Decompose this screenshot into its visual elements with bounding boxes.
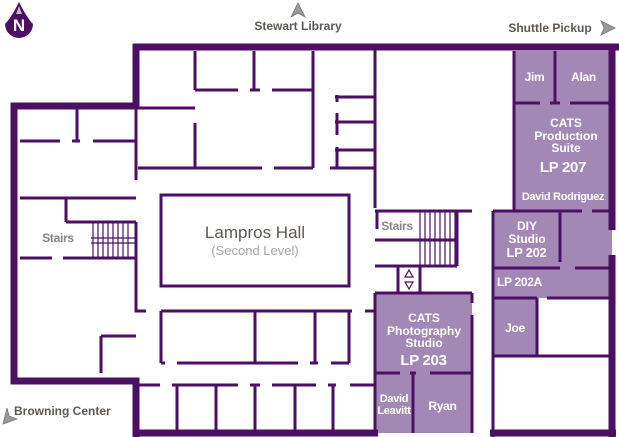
stairs-label-east: Stairs: [381, 219, 413, 233]
room-number-lp202: LP 202: [506, 245, 547, 260]
northeast-arrow-icon: [600, 20, 616, 36]
elevator-icon: [403, 268, 415, 291]
occupant-david-rodriguez: David Rodriguez: [521, 191, 605, 203]
room-label-jim: Jim: [524, 70, 545, 84]
southwest-arrow-icon: [2, 407, 19, 425]
room-number-lp207: LP 207: [539, 159, 587, 176]
room-alan[interactable]: [555, 51, 612, 103]
compass-icon: [5, 2, 33, 38]
room-label-joe: Joe: [505, 321, 525, 335]
occupant-ryan: Ryan: [428, 399, 457, 413]
room-number-lp203: LP 203: [400, 352, 447, 369]
room-jim[interactable]: [514, 51, 555, 103]
room-label-lp202: DIY Studio: [508, 219, 546, 246]
room-lp203[interactable]: [375, 293, 472, 433]
direction-browning-center[interactable]: Browning Center: [14, 404, 111, 418]
north-arrow-icon: [290, 2, 306, 19]
highlighted-rooms: [375, 51, 612, 433]
direction-shuttle-pickup[interactable]: Shuttle Pickup: [508, 21, 592, 35]
compass-label: N: [12, 16, 26, 35]
room-joe[interactable]: [493, 298, 537, 356]
room-label-lp203: CATS Photography Studio: [387, 311, 461, 351]
lampros-hall-room[interactable]: [159, 193, 351, 288]
room-lp202[interactable]: [493, 211, 612, 298]
direction-stewart-library[interactable]: Stewart Library: [254, 19, 342, 33]
occupant-david-leavitt: David Leavitt: [377, 393, 411, 417]
room-label-lp207: CATS Production Suite: [534, 116, 598, 156]
building-subtitle: (Second Level): [211, 243, 299, 258]
room-label-alan: Alan: [571, 70, 596, 84]
interior-walls: [20, 50, 612, 437]
stairs-label-west: Stairs: [42, 231, 74, 245]
room-label-lp202a: LP 202A: [497, 275, 543, 289]
building-title: Lampros Hall: [204, 223, 306, 242]
room-lp207[interactable]: [514, 103, 612, 211]
